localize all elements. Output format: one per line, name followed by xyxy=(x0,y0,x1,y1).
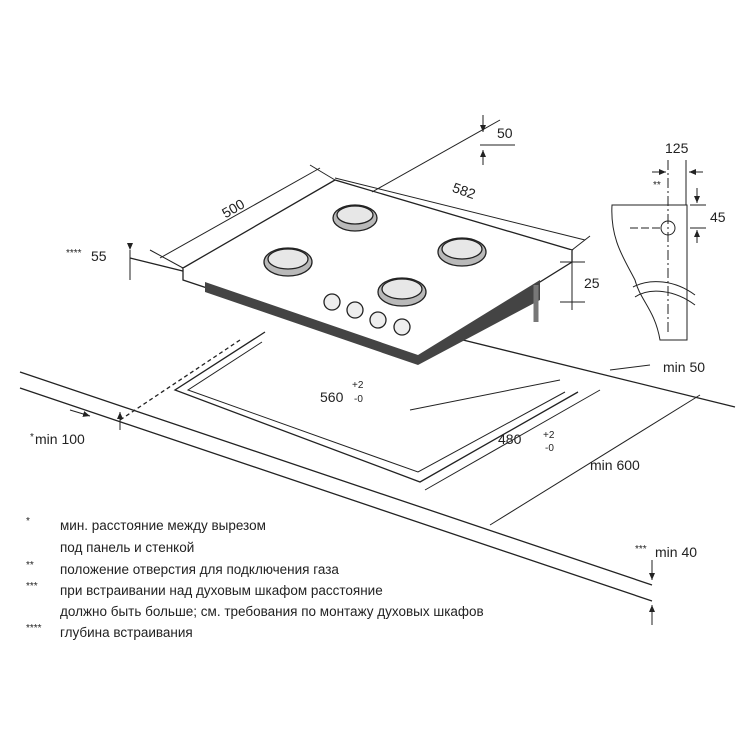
cutout xyxy=(173,331,579,483)
note-text: должно быть больше; см. требования по мо… xyxy=(60,604,484,619)
dim-125: 125 xyxy=(665,140,689,156)
dim-min-600: min 600 xyxy=(590,457,640,473)
dim-55: 55 xyxy=(91,248,107,264)
control-knobs xyxy=(323,293,411,336)
tol-minus-480: -0 xyxy=(545,443,554,454)
note-mark: * xyxy=(26,516,30,527)
dim-min-100-mark: * xyxy=(30,432,34,443)
dimension-lines xyxy=(69,115,701,625)
dim-min-100: min 100 xyxy=(35,431,85,447)
note-mark: ** xyxy=(26,560,34,571)
dim-582: 582 xyxy=(450,179,478,202)
dim-25: 25 xyxy=(584,275,600,291)
note-text: положение отверстия для подключения газа xyxy=(60,562,339,577)
gas-mark: ** xyxy=(653,180,661,191)
dim-480: 480 xyxy=(498,431,522,447)
note-text: при встраивании над духовым шкафом расст… xyxy=(60,583,383,598)
tol-plus-480: +2 xyxy=(543,430,555,441)
tol-plus: +2 xyxy=(352,380,364,391)
burners xyxy=(263,204,487,307)
dim-min-40: min 40 xyxy=(655,544,697,560)
dim-45: 45 xyxy=(710,209,726,225)
dim-min-50: min 50 xyxy=(663,359,705,375)
dim-560: 560 xyxy=(320,389,344,405)
gas-connection-detail xyxy=(611,160,706,341)
note-mark: *** xyxy=(26,581,38,592)
note-text: глубина встраивания xyxy=(60,625,193,640)
dim-min-40-mark: *** xyxy=(635,544,647,555)
note-mark: **** xyxy=(26,623,42,634)
dim-500: 500 xyxy=(219,196,247,222)
tol-minus: -0 xyxy=(354,394,363,405)
dim-55-mark: **** xyxy=(66,248,82,259)
note-text: под панель и стенкой xyxy=(60,540,195,555)
dim-50: 50 xyxy=(497,125,513,141)
note-text: мин. расстояние между вырезом xyxy=(60,518,266,533)
